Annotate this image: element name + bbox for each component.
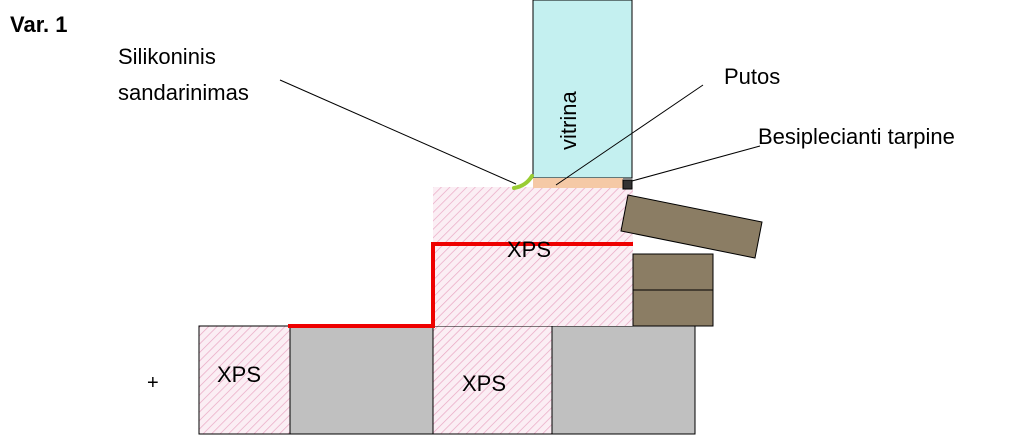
xps-block-bottom-left <box>198 325 291 435</box>
diagram-title: Var. 1 <box>10 12 68 37</box>
timber-block-lower <box>632 289 714 327</box>
concrete-block-right <box>551 325 696 435</box>
concrete-block-left <box>289 325 434 435</box>
foam-strip <box>533 178 623 188</box>
xps-block-top <box>433 187 633 326</box>
foam-leader-line <box>555 84 704 186</box>
silicone-leader-line <box>279 79 517 185</box>
xps-top-label: XPS <box>507 237 551 262</box>
tape-leader-line <box>631 145 761 182</box>
xps-bottom-middle-label: XPS <box>462 371 506 396</box>
silicone-label-line2: sandarinimas <box>118 80 249 105</box>
xps-block-bottom-middle <box>432 325 553 435</box>
foam-label: Putos <box>724 64 780 89</box>
vitrina-glass <box>532 0 633 179</box>
timber-block-upper <box>632 253 714 291</box>
membrane-line <box>288 242 633 328</box>
plus-sign: + <box>147 372 159 394</box>
timber-board-slanted <box>620 194 763 259</box>
tape-label: Besiplecianti tarpine <box>758 124 955 149</box>
silicone-seal <box>512 174 534 190</box>
vitrina-label: vitrina <box>556 91 581 150</box>
silicone-label-line1: Silikoninis <box>118 44 216 69</box>
xps-bottom-left-label: XPS <box>217 362 261 387</box>
expanding-tape <box>622 179 633 190</box>
